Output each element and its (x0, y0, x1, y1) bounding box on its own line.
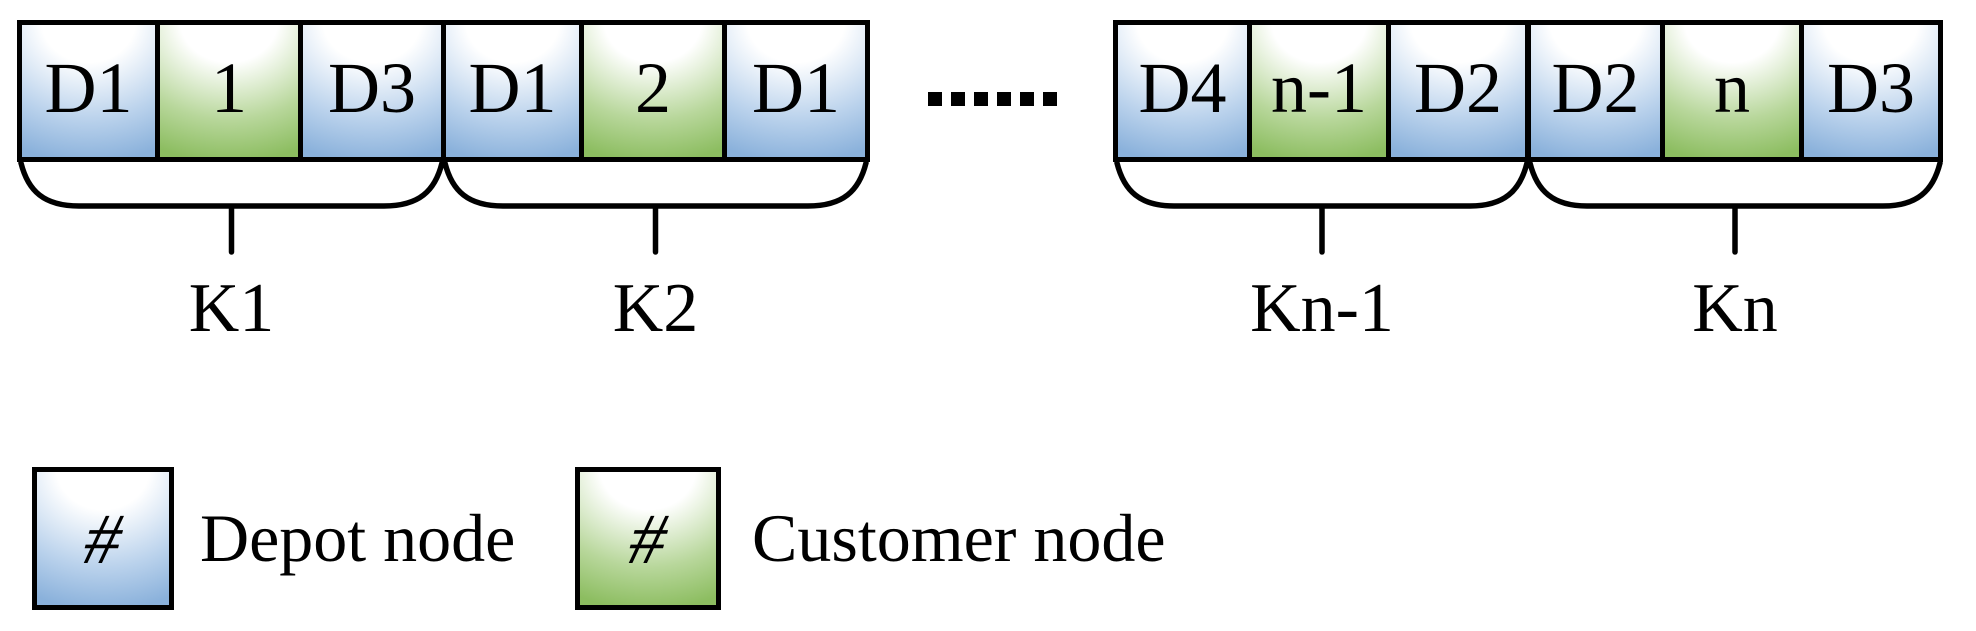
legend-customer-label: Customer node (752, 500, 1166, 576)
customer-cell: 1 (155, 20, 303, 162)
depot-cell: D1 (722, 20, 870, 162)
hash-symbol: # (80, 498, 126, 579)
route-group-kn: D2 n D3 Kn (1526, 20, 1944, 360)
route-group-k2: D1 2 D1 K2 (441, 20, 870, 360)
gene-label: D4 (1138, 48, 1227, 128)
gene-label: D1 (752, 48, 840, 128)
ellipsis-dot (951, 92, 965, 106)
group-label: K2 (612, 270, 699, 347)
group-brace (18, 160, 445, 255)
customer-cell: n (1660, 20, 1804, 162)
group-label: K1 (188, 270, 275, 347)
route-group-kn-1: D4 n-1 D2 Kn-1 (1113, 20, 1531, 360)
gene-label: D3 (1827, 48, 1915, 128)
legend-depot-label: Depot node (200, 500, 516, 576)
depot-cell: D2 (1386, 20, 1530, 162)
ellipsis-dots (928, 92, 1057, 106)
depot-cell: D2 (1526, 20, 1665, 162)
depot-cell: D1 (441, 20, 584, 162)
customer-cell: 2 (579, 20, 727, 162)
gene-label: D1 (468, 48, 557, 128)
ellipsis-dot (974, 92, 988, 106)
group-label: Kn-1 (1250, 270, 1394, 347)
route-group-k1: D1 1 D3 K1 (17, 20, 446, 360)
legend-depot-swatch: # (32, 467, 174, 610)
gene-cells: D1 2 D1 (441, 20, 870, 162)
depot-cell: D4 (1113, 20, 1252, 162)
gene-label: 1 (211, 48, 247, 128)
ellipsis-dot (928, 92, 942, 106)
gene-label: D1 (44, 48, 133, 128)
gene-label: n (1714, 48, 1750, 128)
hash-symbol: # (625, 498, 671, 579)
group-brace (442, 160, 869, 255)
depot-cell: D3 (298, 20, 446, 162)
group-brace (1114, 160, 1530, 255)
gene-label: D2 (1551, 48, 1640, 128)
depot-cell: D1 (17, 20, 160, 162)
gene-cells: D2 n D3 (1526, 20, 1943, 162)
gene-cells: D1 1 D3 (17, 20, 446, 162)
legend-customer-swatch: # (575, 467, 721, 610)
depot-cell: D3 (1799, 20, 1943, 162)
customer-cell: n-1 (1247, 20, 1391, 162)
gene-label: n-1 (1271, 48, 1367, 128)
gene-label: D3 (328, 48, 416, 128)
gene-cells: D4 n-1 D2 (1113, 20, 1530, 162)
ellipsis-dot (1020, 92, 1034, 106)
gene-label: 2 (635, 48, 671, 128)
group-brace (1527, 160, 1943, 255)
ellipsis-dot (997, 92, 1011, 106)
group-label: Kn (1692, 270, 1778, 347)
gene-label: D2 (1414, 48, 1502, 128)
ellipsis-dot (1043, 92, 1057, 106)
